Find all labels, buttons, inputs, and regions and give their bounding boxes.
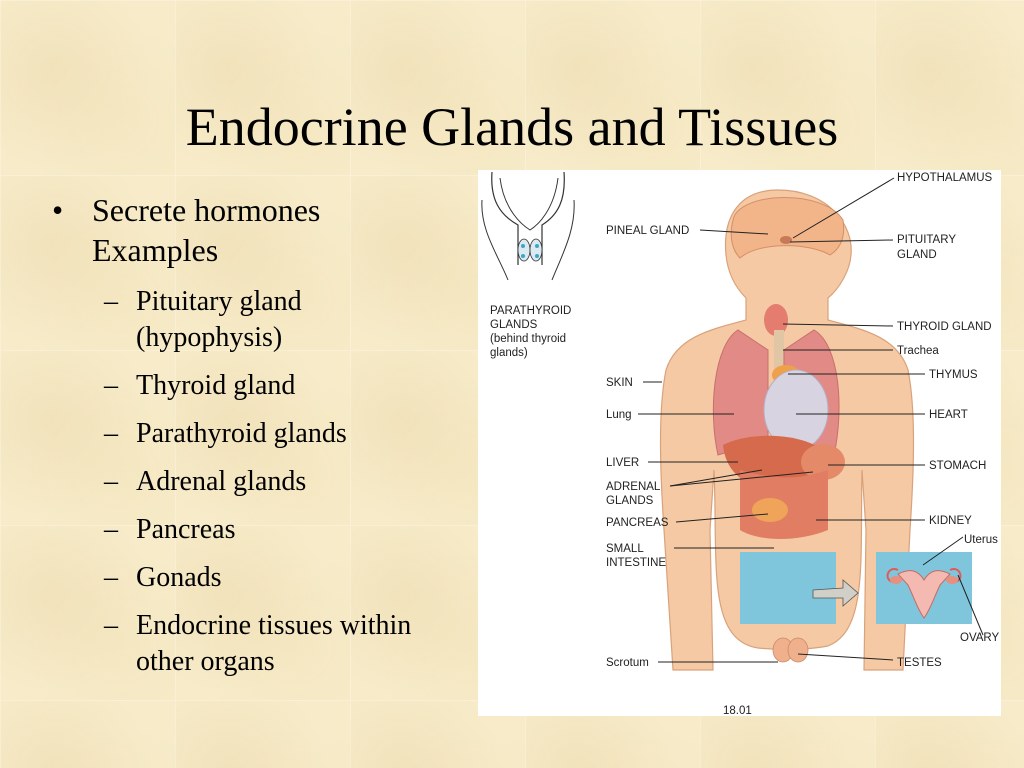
dash-mark: –: [104, 286, 118, 317]
label-pituitary-line2: GLAND: [897, 249, 937, 261]
label-stomach: STOMACH: [929, 460, 986, 472]
label-trachea: Trachea: [897, 345, 939, 357]
organs-illustration: [712, 304, 845, 663]
sub-bullet-pancreas: – Pancreas: [52, 512, 482, 548]
label-small-intestine-line2: INTESTINE: [606, 557, 666, 569]
bullet-mark: •: [52, 192, 64, 228]
sub-bullet-text: Pituitary gland: [136, 286, 302, 317]
sub-bullet-text: Gonads: [136, 562, 222, 593]
figure-number: 18.01: [723, 705, 752, 716]
sub-bullet-text: Thyroid gland: [136, 370, 296, 401]
anatomy-illustration: PARATHYROID GLANDS (behind thyroid gland…: [481, 171, 1000, 716]
sub-bullet-thyroid: – Thyroid gland: [52, 368, 482, 404]
label-liver: LIVER: [606, 457, 639, 469]
main-bullet: • Secrete hormones Examples: [52, 190, 482, 270]
sub-bullet-gonads: – Gonads: [52, 560, 482, 596]
arrow-icon: [812, 579, 859, 607]
sub-bullet-text-cont: other organs: [136, 646, 275, 677]
pelvic-highlight-box: [740, 552, 836, 624]
sub-bullet-list: – Pituitary gland (hypophysis) – Thyroid…: [52, 284, 482, 680]
label-small-intestine-line1: SMALL: [606, 543, 644, 555]
leader-lines: [638, 177, 984, 663]
neck-inset-illustration: [481, 171, 575, 281]
label-thyroid: THYROID GLAND: [897, 321, 992, 333]
sub-bullet-parathyroid: – Parathyroid glands: [52, 416, 482, 452]
dash-mark: –: [104, 370, 118, 401]
label-thymus: THYMUS: [929, 369, 978, 381]
label-pancreas: PANCREAS: [606, 517, 669, 529]
sub-bullet-text: Adrenal glands: [136, 466, 307, 497]
inset-label-line2: GLANDS: [490, 319, 538, 331]
main-bullet-text: Secrete hormones: [92, 192, 321, 228]
inset-label-line4: glands): [490, 347, 528, 359]
inset-label-line3: (behind thyroid: [490, 333, 566, 345]
uterus-inset-illustration: [876, 552, 972, 624]
endocrine-figure: PARATHYROID GLANDS (behind thyroid gland…: [478, 170, 1001, 716]
sub-bullet-text-cont: (hypophysis): [136, 322, 283, 353]
dash-mark: –: [104, 418, 118, 449]
main-bullet-subtext: Examples: [92, 232, 219, 268]
sub-bullet-text: Endocrine tissues within: [136, 610, 412, 641]
label-heart: HEART: [929, 409, 968, 421]
label-adrenal-line1: ADRENAL: [606, 481, 661, 493]
dash-mark: –: [104, 466, 118, 497]
sub-bullet-text: Pancreas: [136, 514, 236, 545]
bullet-list: • Secrete hormones Examples – Pituitary …: [52, 190, 482, 692]
label-adrenal-line2: GLANDS: [606, 495, 654, 507]
label-kidney: KIDNEY: [929, 515, 972, 527]
label-pituitary-line1: PITUITARY: [897, 234, 956, 246]
sub-bullet-text: Parathyroid glands: [136, 418, 347, 449]
label-skin: SKIN: [606, 377, 633, 389]
dash-mark: –: [104, 610, 118, 641]
sub-bullet-pituitary: – Pituitary gland (hypophysis): [52, 284, 482, 356]
label-pineal: PINEAL GLAND: [606, 225, 689, 237]
label-uterus: Uterus: [964, 534, 998, 546]
dash-mark: –: [104, 562, 118, 593]
inset-label-line1: PARATHYROID: [490, 305, 571, 317]
label-scrotum: Scrotum: [606, 657, 649, 669]
sub-bullet-other-tissues: – Endocrine tissues within other organs: [52, 608, 482, 680]
sub-bullet-adrenal: – Adrenal glands: [52, 464, 482, 500]
label-hypothalamus: HYPOTHALAMUS: [897, 172, 993, 184]
dash-mark: –: [104, 514, 118, 545]
label-lung: Lung: [606, 409, 632, 421]
label-ovary: OVARY: [960, 632, 1000, 644]
slide-title: Endocrine Glands and Tissues: [185, 97, 839, 157]
label-testes: TESTES: [897, 657, 942, 669]
